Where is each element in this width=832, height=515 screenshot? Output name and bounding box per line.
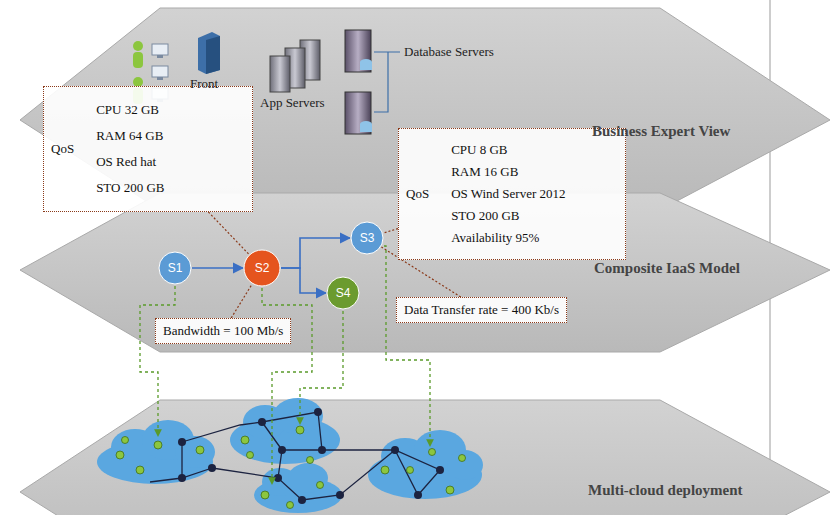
server-label: Front <box>190 76 218 92</box>
server-label: Database Servers <box>404 44 494 60</box>
app-server-icons <box>270 40 320 92</box>
network-nodes <box>178 408 444 504</box>
qos-value: CPU 8 GB <box>451 139 565 161</box>
service-node: S1 <box>158 251 192 285</box>
node-label: S1 <box>158 251 192 285</box>
box-label: Data Transfer rate = 400 Kb/s <box>404 302 559 317</box>
qos-value: STO 200 GB <box>451 205 565 227</box>
layer-plane <box>20 400 830 515</box>
deployment-lines <box>140 246 430 484</box>
qos-value: Availability 95% <box>451 227 565 249</box>
dotted-leader <box>383 229 398 234</box>
node-label: S4 <box>326 276 360 310</box>
service-node: S2 <box>243 249 281 287</box>
vm-dots <box>116 426 466 509</box>
qos-value: RAM 16 GB <box>451 161 565 183</box>
qos-value: RAM 64 GB <box>96 123 164 149</box>
service-node: S3 <box>350 221 384 255</box>
cloud-network <box>150 412 440 500</box>
dotted-leader <box>231 284 252 318</box>
qos-value: OS Wind Server 2012 <box>451 183 565 205</box>
node-label: S3 <box>350 221 384 255</box>
dotted-leader <box>208 212 249 254</box>
flow-arrow <box>281 268 326 293</box>
qos-value: OS Red hat <box>96 149 164 175</box>
layer-label: Composite IaaS Model <box>594 260 740 277</box>
qos-box: QoS CPU 32 GBRAM 64 GBOS Red hatSTO 200 G… <box>43 86 253 212</box>
service-node: S4 <box>326 276 360 310</box>
qos-box: QoS CPU 8 GBRAM 16 GBOS Wind Server 2012S… <box>398 128 626 260</box>
server-label: App Servers <box>260 95 325 111</box>
front-server-icon <box>198 32 220 74</box>
qos-value: STO 200 GB <box>96 175 164 201</box>
qos-value: CPU 32 GB <box>96 97 164 123</box>
qos-list: CPU 8 GBRAM 16 GBOS Wind Server 2012STO … <box>451 139 565 249</box>
flow-arrow <box>281 238 350 268</box>
qos-heading: QoS <box>406 186 429 202</box>
qos-heading: QoS <box>51 141 74 157</box>
cloud-shapes <box>97 398 483 513</box>
database-server-icons <box>345 30 400 134</box>
flow-arrow <box>192 267 243 269</box>
layer-label: Business Expert View <box>592 123 730 140</box>
layer-label: Multi-cloud deployment <box>588 482 743 499</box>
bandwidth-box: Bandwidth = 100 Mb/s <box>155 318 291 344</box>
node-label: S2 <box>243 249 281 287</box>
transfer-rate-box: Data Transfer rate = 400 Kb/s <box>396 297 567 323</box>
box-label: Bandwidth = 100 Mb/s <box>163 323 283 338</box>
qos-list: CPU 32 GBRAM 64 GBOS Red hatSTO 200 GB <box>96 97 164 201</box>
